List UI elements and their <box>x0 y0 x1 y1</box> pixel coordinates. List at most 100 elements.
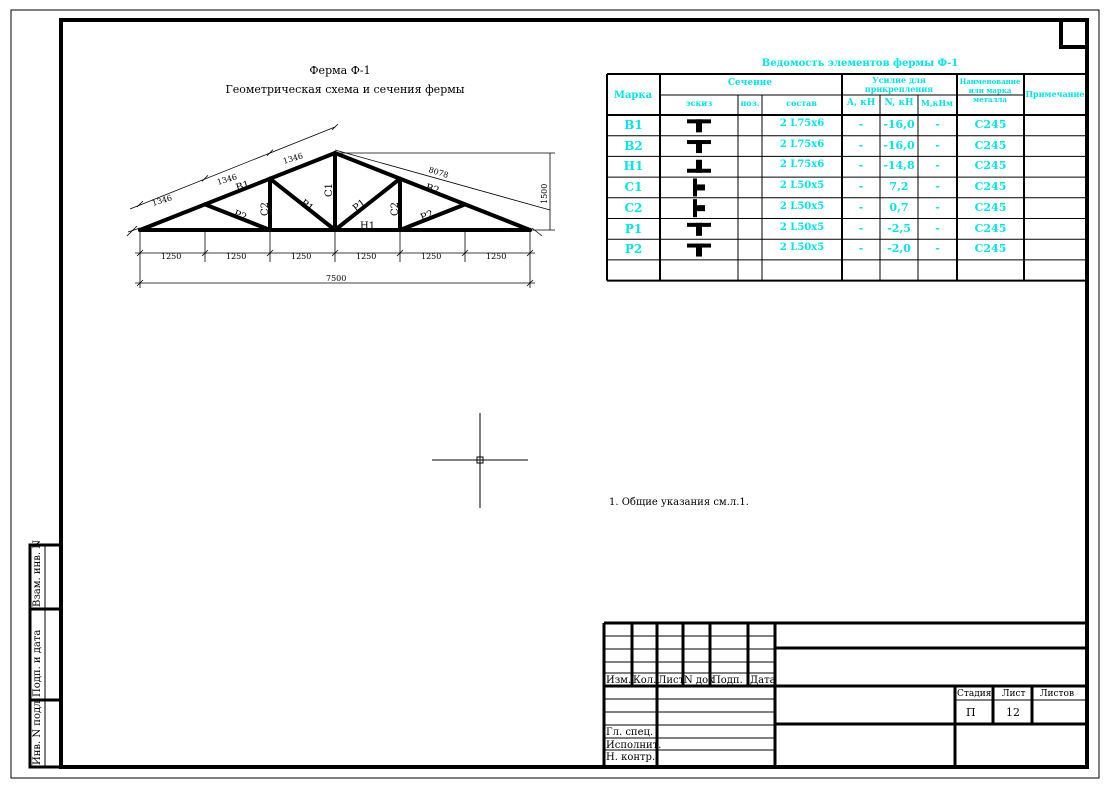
tb-ndok: N док <box>684 675 715 686</box>
cell-a: - <box>858 221 864 235</box>
support-mark-left <box>127 227 141 233</box>
cell-m: - <box>935 118 940 131</box>
cell-steel: С245 <box>974 242 1007 256</box>
panel-dim-tick <box>136 249 144 257</box>
cell-steel: С245 <box>974 159 1007 173</box>
vertical-tee-section-icon <box>693 199 705 218</box>
cell-a: - <box>858 159 864 173</box>
cell-steel: С245 <box>974 118 1007 131</box>
cell-composition: 2 L75x6 <box>779 118 825 129</box>
tb-ispolnil: Исполнит. <box>606 740 662 751</box>
cell-mark: С2 <box>624 200 643 215</box>
cell-m: - <box>935 200 940 214</box>
cell-n: -16,0 <box>883 138 915 152</box>
cell-a: - <box>858 200 864 214</box>
panel-dim-tick <box>201 249 209 257</box>
tb-list-value: 12 <box>1006 706 1020 719</box>
th-composition: состав <box>786 98 817 108</box>
span-dim-tick-right <box>526 279 534 287</box>
cell-a: - <box>858 180 864 194</box>
tb-izm: Изм. <box>606 675 632 686</box>
cell-a: - <box>858 138 864 152</box>
cell-composition: 2 L75x6 <box>779 159 825 171</box>
cell-n: 0,7 <box>889 200 909 214</box>
tb-stadiya-label: Стадия <box>957 689 992 699</box>
cell-composition: 2 L50x5 <box>779 221 825 233</box>
th-section: Сечение <box>727 78 773 88</box>
cell-steel: С245 <box>974 200 1007 214</box>
members-table-title: Ведомость элементов фермы Ф-1 <box>761 58 959 69</box>
cell-mark: С1 <box>624 180 643 195</box>
span-dim-tick-left <box>136 279 144 287</box>
support-mark-right <box>531 227 543 237</box>
tee-section-icon <box>687 243 711 257</box>
vertical-tee-section-icon <box>693 178 705 197</box>
cell-n: -14,8 <box>883 159 915 173</box>
cell-m: - <box>935 138 940 152</box>
panel-dim-tick <box>461 249 469 257</box>
support-mark-left-2 <box>126 225 138 237</box>
top-chord-dim-tick <box>331 123 339 131</box>
diagonal-p2-left <box>203 202 272 232</box>
cell-n: -2,5 <box>887 221 911 235</box>
cell-mark: Н1 <box>623 159 644 174</box>
side-stamp-podp: Подп. и дата <box>32 629 43 697</box>
side-stamp-inv: Инв. N подл. <box>32 697 43 765</box>
th-m: М,кНм <box>921 98 953 108</box>
panel-dim-tick <box>331 249 339 257</box>
tb-listov-label: Листов <box>1040 689 1075 699</box>
th-a: А, кН <box>846 98 876 108</box>
top-chord-right <box>333 151 532 232</box>
top-chord-dim-tick <box>266 149 274 156</box>
diagonal-p1-left <box>268 176 337 232</box>
th-sketch: эскиз <box>685 98 713 108</box>
tb-kol: Кол. <box>633 675 657 686</box>
cell-composition: 2 L75x6 <box>779 138 825 150</box>
top-chord-dim-tick <box>201 175 209 182</box>
inverted-tee-section-icon <box>687 159 711 173</box>
tb-podp: Подп. <box>712 675 743 686</box>
top-chord-left <box>138 151 337 232</box>
title-block-grid <box>602 621 1087 767</box>
panel-dim-tick <box>266 249 274 257</box>
top-chord-dim-tick <box>136 200 144 208</box>
crosshair-cursor-icon <box>432 413 528 508</box>
cell-mark: Р1 <box>624 221 643 236</box>
tb-list: Лист <box>658 675 685 686</box>
truss-subtitle: Геометрическая схема и сечения фермы <box>225 83 465 96</box>
cell-composition: 2 L50x5 <box>779 242 825 254</box>
th-mark: Марка <box>613 90 653 101</box>
cell-n: -2,0 <box>887 242 911 256</box>
panel-dim-tick <box>526 249 534 257</box>
cell-mark: Р2 <box>624 242 643 257</box>
th-pos: поз. <box>740 98 760 108</box>
cell-composition: 2 L50x5 <box>779 180 825 192</box>
general-note: 1. Общие указания см.л.1. <box>609 497 749 508</box>
truss-title: Ферма Ф-1 <box>309 64 371 77</box>
cell-m: - <box>935 221 940 235</box>
cell-n: 7,2 <box>889 180 909 194</box>
top-chord-right-dim-line <box>334 149 551 211</box>
tb-gl-spec: Гл. спец. <box>606 727 654 738</box>
panel-dim-tick <box>396 249 404 257</box>
sheet-number-box <box>1059 20 1087 49</box>
th-n: N, кН <box>884 98 914 108</box>
th-forces: Усилие для прикрепления <box>864 75 934 94</box>
main-frame <box>59 18 1089 769</box>
th-note: Примечание <box>1025 89 1085 99</box>
cell-a: - <box>858 118 864 131</box>
side-stamp-vzam: Взам. инв. N <box>32 540 43 607</box>
tb-n-kontr: Н. контр. <box>606 752 656 763</box>
diagonal-p2-right <box>398 202 467 232</box>
cell-m: - <box>935 242 940 256</box>
cell-mark: В1 <box>624 118 643 132</box>
cell-steel: С245 <box>974 180 1007 194</box>
cell-a: - <box>858 242 864 256</box>
tb-list-label: Лист <box>1002 689 1026 699</box>
tee-section-icon <box>687 140 711 154</box>
th-steel: Наименование или марка металла <box>959 77 1021 104</box>
tb-stadiya-value: П <box>966 706 976 719</box>
cell-m: - <box>935 159 940 173</box>
cell-steel: С245 <box>974 138 1007 152</box>
